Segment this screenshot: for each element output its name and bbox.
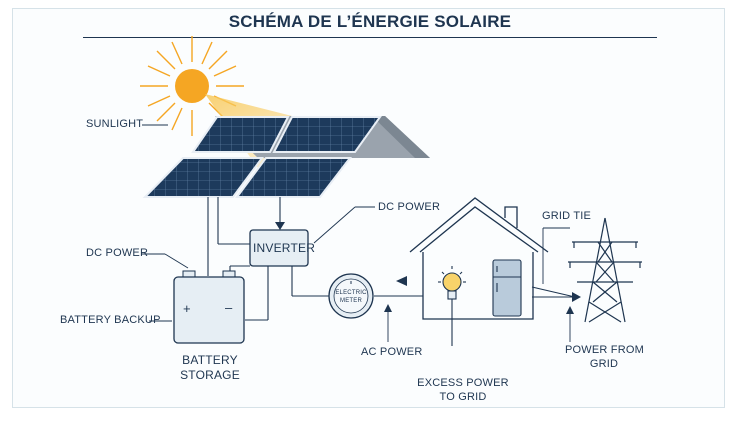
label-battery-storage-2: STORAGE — [180, 368, 240, 382]
battery-plus-sign: + — [183, 301, 191, 316]
electric-meter-icon — [328, 273, 374, 319]
label-ac-power: AC POWER — [361, 346, 423, 358]
label-grid-tie: GRID TIE — [542, 210, 592, 222]
label-power-from-grid-1: POWER FROM — [565, 344, 644, 356]
transmission-tower-icon — [568, 217, 642, 323]
battery-icon — [173, 270, 245, 344]
label-electric-meter-1: ELECTRIC — [335, 290, 367, 296]
diagram-title: SCHÉMA DE L’ÉNERGIE SOLAIRE — [228, 12, 512, 31]
label-sunlight: SUNLIGHT — [86, 118, 144, 130]
light-bulb-icon — [438, 266, 466, 346]
label-dc-power-top: DC POWER — [378, 201, 441, 213]
house-icon — [409, 197, 549, 320]
label-battery-backup: BATTERY BACKUP — [60, 314, 161, 326]
label-dc-power-left: DC POWER — [86, 247, 149, 259]
refrigerator-icon — [492, 259, 522, 317]
label-inverter: INVERTER — [253, 241, 316, 255]
label-excess-power-2: TO GRID — [439, 391, 487, 403]
title-divider — [83, 37, 657, 38]
diagram-frame — [12, 8, 725, 408]
inverter-box — [249, 229, 309, 267]
label-power-from-grid-2: GRID — [589, 358, 619, 370]
label-battery-storage-1: BATTERY — [182, 353, 238, 367]
label-excess-power-1: EXCESS POWER — [417, 377, 509, 389]
label-electric-meter-2: METER — [340, 298, 362, 304]
solar-panel-icon — [142, 116, 382, 198]
battery-minus-sign: – — [225, 300, 233, 315]
